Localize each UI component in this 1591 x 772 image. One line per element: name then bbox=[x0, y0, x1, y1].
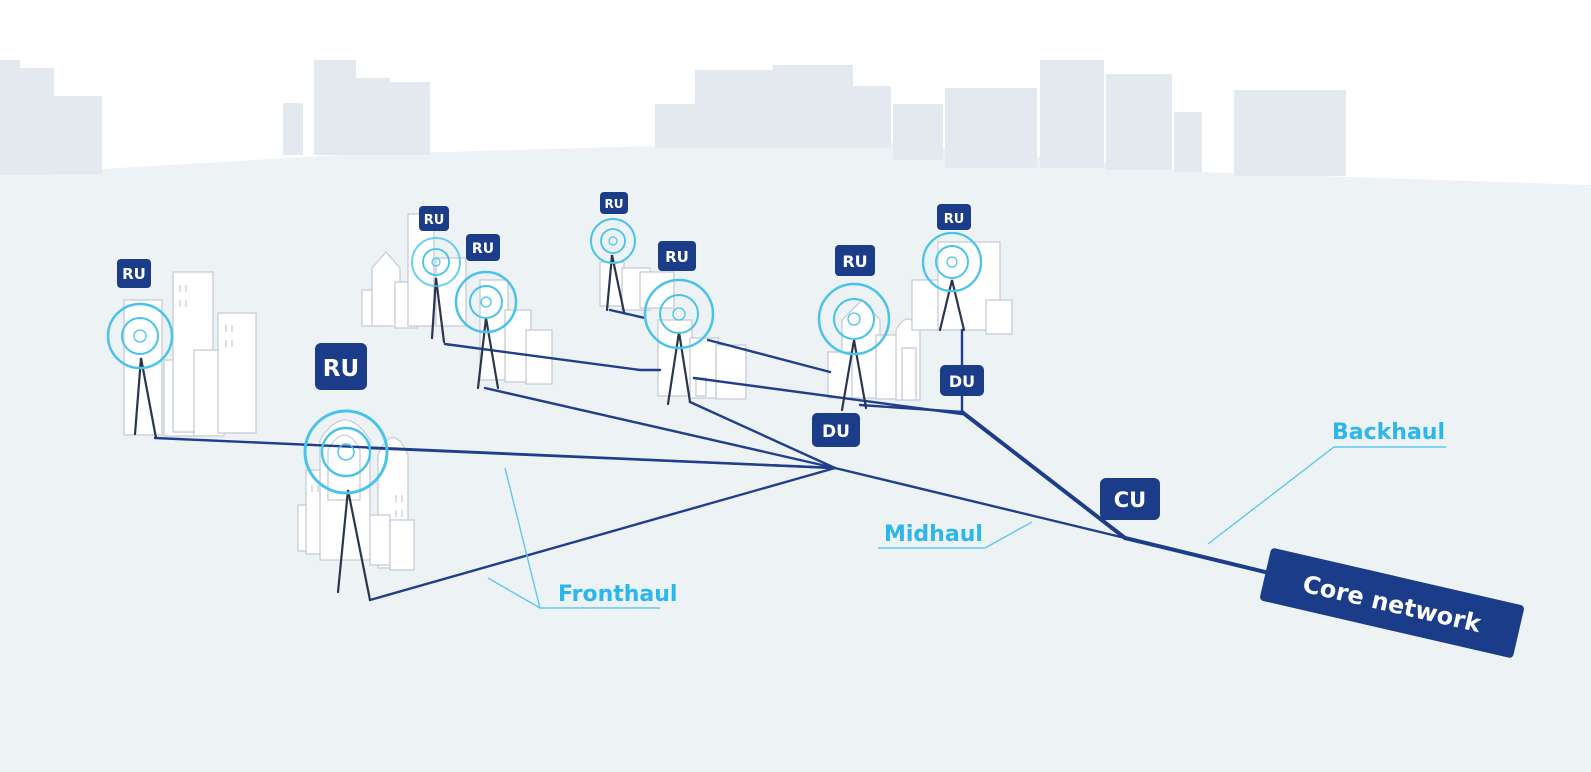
ru-1-badge: RU bbox=[117, 259, 151, 288]
backhaul-link bbox=[1123, 536, 1292, 580]
ru-site-4: RU bbox=[590, 192, 636, 314]
midhaul-du2-link bbox=[960, 410, 1127, 540]
ru-5-badge: RU bbox=[658, 241, 696, 271]
ru-1-label: RU bbox=[122, 265, 146, 283]
cu-label: CU bbox=[1114, 488, 1146, 512]
midhaul-link bbox=[833, 466, 1127, 540]
du-1-badge: DU bbox=[812, 413, 860, 447]
midhaul-callout: Midhaul bbox=[878, 521, 1033, 549]
ru-2-badge: RU bbox=[419, 206, 449, 231]
ru-5-label: RU bbox=[665, 248, 689, 266]
backhaul-callout: Backhaul bbox=[1207, 420, 1446, 545]
ru-4-badge: RU bbox=[600, 192, 628, 214]
ru-7-label: RU bbox=[944, 212, 965, 227]
cu-badge: CU bbox=[1100, 478, 1160, 520]
ru-8-badge: RU bbox=[315, 343, 367, 390]
ru-site-2: RU bbox=[411, 206, 461, 344]
ru-site-1: RU bbox=[106, 259, 174, 440]
building-cluster-f bbox=[297, 419, 415, 571]
midhaul-label: Midhaul bbox=[884, 522, 983, 547]
ru-site-5: RU bbox=[643, 241, 715, 406]
ru-8-label: RU bbox=[323, 356, 359, 382]
fronthaul-callout: Fronthaul bbox=[487, 467, 677, 609]
building-cluster-e bbox=[911, 241, 1013, 335]
fronthaul-label: Fronthaul bbox=[558, 582, 677, 607]
ru-site-3: RU bbox=[454, 234, 518, 390]
ru-3-label: RU bbox=[472, 241, 494, 257]
du-2-badge: DU bbox=[940, 365, 984, 396]
ru-3-badge: RU bbox=[466, 234, 500, 261]
ru-6-badge: RU bbox=[835, 245, 875, 276]
ru-site-8: RU bbox=[303, 343, 389, 602]
ru-site-7: RU bbox=[921, 204, 983, 332]
ru-2-label: RU bbox=[424, 213, 445, 228]
ru-4-label: RU bbox=[605, 197, 624, 211]
du-1-label: DU bbox=[822, 422, 850, 442]
du-2-label: DU bbox=[949, 372, 975, 391]
building-cluster-c bbox=[599, 261, 747, 400]
ru-7-badge: RU bbox=[937, 204, 971, 230]
building-cluster-a bbox=[123, 271, 257, 437]
ru-site-6: RU bbox=[817, 245, 891, 412]
backhaul-label: Backhaul bbox=[1332, 420, 1445, 445]
skyline bbox=[0, 60, 1346, 176]
ground-plane bbox=[0, 140, 1591, 772]
ru-6-label: RU bbox=[842, 252, 867, 271]
